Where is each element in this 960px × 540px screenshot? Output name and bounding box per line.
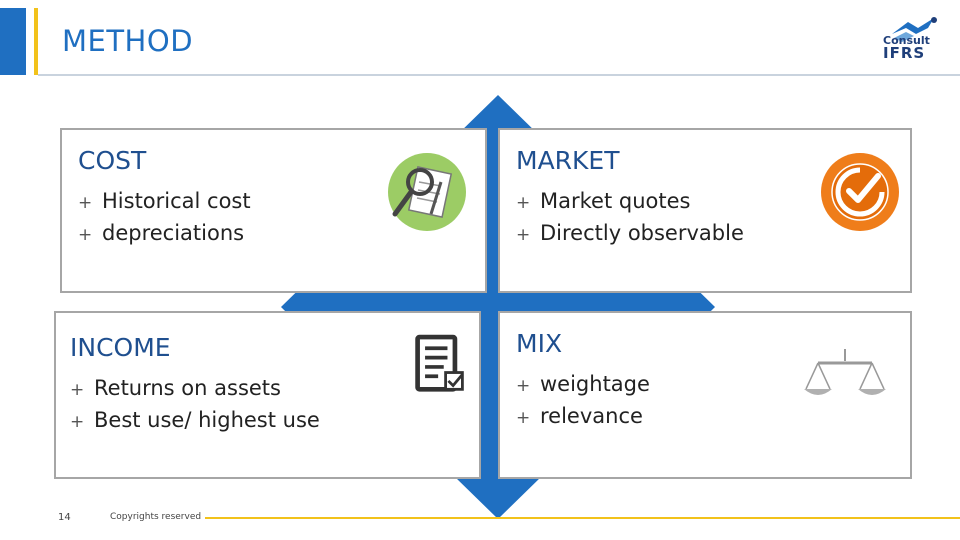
- header-divider: [38, 74, 960, 76]
- list-item: +Market quotes: [516, 189, 691, 213]
- quadrant-mix-title: MIX: [516, 329, 563, 358]
- list-item: +Directly observable: [516, 221, 744, 245]
- quadrant-market-title: MARKET: [516, 146, 620, 175]
- quadrant-income-title: INCOME: [70, 333, 171, 362]
- consult-ifrs-logo-icon: [892, 17, 937, 42]
- list-item: +relevance: [516, 404, 643, 428]
- quadrant-cost-list: +Historical cost +depreciations: [78, 186, 251, 250]
- balance-scale-icon: [804, 349, 886, 395]
- list-item: +Returns on assets: [70, 376, 281, 400]
- list-item: +Historical cost: [78, 189, 251, 213]
- quadrant-mix-list: +weightage +relevance: [516, 369, 650, 433]
- magnifier-document-icon: [388, 153, 466, 231]
- header-accent-bar: [0, 8, 26, 75]
- page-title: METHOD: [62, 24, 194, 58]
- copyright-notice: Copyrights reserved: [110, 512, 202, 522]
- quadrant-income-list: +Returns on assets +Best use/ highest us…: [70, 373, 320, 437]
- footer-divider: [205, 517, 960, 519]
- logo-text-consult: Consult: [883, 34, 930, 47]
- target-check-icon: [821, 153, 899, 231]
- list-item: +depreciations: [78, 221, 245, 245]
- quadrant-market: MARKET +Market quotes +Directly observab…: [498, 128, 912, 293]
- quadrant-mix: MIX +weightage +relevance: [498, 311, 912, 479]
- list-item: +Best use/ highest use: [70, 408, 320, 432]
- quadrant-market-list: +Market quotes +Directly observable: [516, 186, 744, 250]
- list-item: +weightage: [516, 372, 650, 396]
- checklist-document-icon: [415, 334, 464, 392]
- quadrant-cost: COST +Historical cost +depreciations: [60, 128, 487, 293]
- quadrant-income: INCOME +Returns on assets +Best use/ hig…: [54, 311, 481, 479]
- quadrant-cost-title: COST: [78, 146, 147, 175]
- logo-text-ifrs: IFRS: [883, 44, 926, 62]
- page-number: 14: [58, 512, 71, 523]
- header-accent-stripe: [34, 8, 38, 75]
